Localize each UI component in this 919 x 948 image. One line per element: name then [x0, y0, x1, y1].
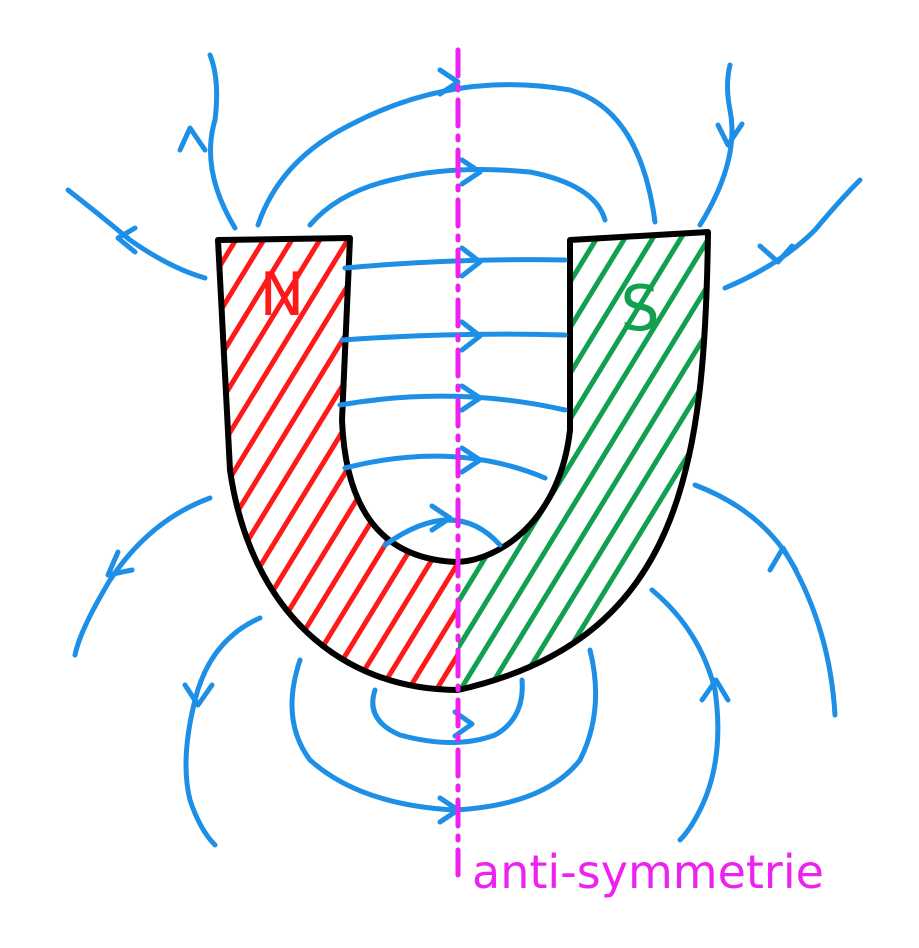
- hatch-stroke: [218, 238, 335, 690]
- hatch-stroke: [458, 232, 708, 690]
- hatch-stroke: [281, 238, 458, 690]
- hatch-stroke: [458, 232, 639, 690]
- hatch-stroke: [458, 232, 471, 690]
- field-arrows: [105, 67, 799, 825]
- magnet-outline: [215, 229, 711, 693]
- hatch-stroke: [218, 238, 251, 690]
- hatch-stroke: [218, 238, 391, 690]
- south-pole-label: S: [620, 272, 659, 345]
- arrow-icon: [459, 319, 483, 353]
- hatch-stroke: [218, 238, 458, 690]
- hatch-stroke: [218, 238, 223, 690]
- arrow-icon: [459, 383, 483, 413]
- arrow-icon: [115, 225, 138, 255]
- field-line: [72, 495, 213, 658]
- field-line: [370, 677, 525, 745]
- hatch-stroke: [473, 232, 708, 690]
- hatch-stroke: [337, 238, 458, 690]
- field-line: [255, 82, 658, 228]
- hatch-stroke: [309, 238, 458, 690]
- north-pole-label: N: [260, 260, 305, 330]
- field-line: [207, 52, 238, 231]
- hatch-stroke: [458, 232, 708, 690]
- hatch-stroke: [557, 232, 708, 690]
- field-line: [649, 587, 721, 843]
- field-line: [342, 257, 568, 271]
- hatch-stroke: [501, 232, 708, 690]
- arrow-icon: [452, 709, 475, 739]
- north-pole-hatching: [218, 238, 458, 690]
- arrow-icon: [757, 243, 795, 265]
- field-line: [722, 177, 863, 291]
- hatch-stroke: [697, 232, 708, 690]
- axis-label: anti-symmetrie: [472, 845, 824, 899]
- hatch-stroke: [393, 238, 458, 690]
- hatch-stroke: [218, 238, 279, 690]
- arrow-icon: [715, 121, 745, 148]
- field-line: [307, 167, 608, 228]
- arrow-icon: [459, 445, 483, 475]
- field-line: [65, 187, 208, 281]
- arrow-icon: [105, 549, 135, 578]
- hatch-stroke: [458, 232, 583, 690]
- arrow-icon: [182, 682, 215, 708]
- hatch-stroke: [218, 238, 307, 690]
- hatch-stroke: [613, 232, 708, 690]
- field-line: [342, 453, 548, 481]
- field-line: [339, 331, 568, 343]
- field-lines: [65, 52, 863, 848]
- arrow-icon: [177, 125, 208, 153]
- arrow-icon: [437, 67, 461, 97]
- hatch-stroke: [218, 238, 363, 690]
- field-line: [183, 615, 263, 848]
- arrow-icon: [699, 677, 731, 703]
- hatch-stroke: [365, 238, 458, 690]
- arrow-icon: [459, 157, 483, 187]
- arrow-icon: [429, 503, 453, 533]
- field-line: [697, 62, 735, 228]
- hatch-stroke: [529, 232, 708, 690]
- arrow-icon: [459, 245, 483, 279]
- field-line: [337, 393, 568, 413]
- arrow-icon: [767, 545, 799, 573]
